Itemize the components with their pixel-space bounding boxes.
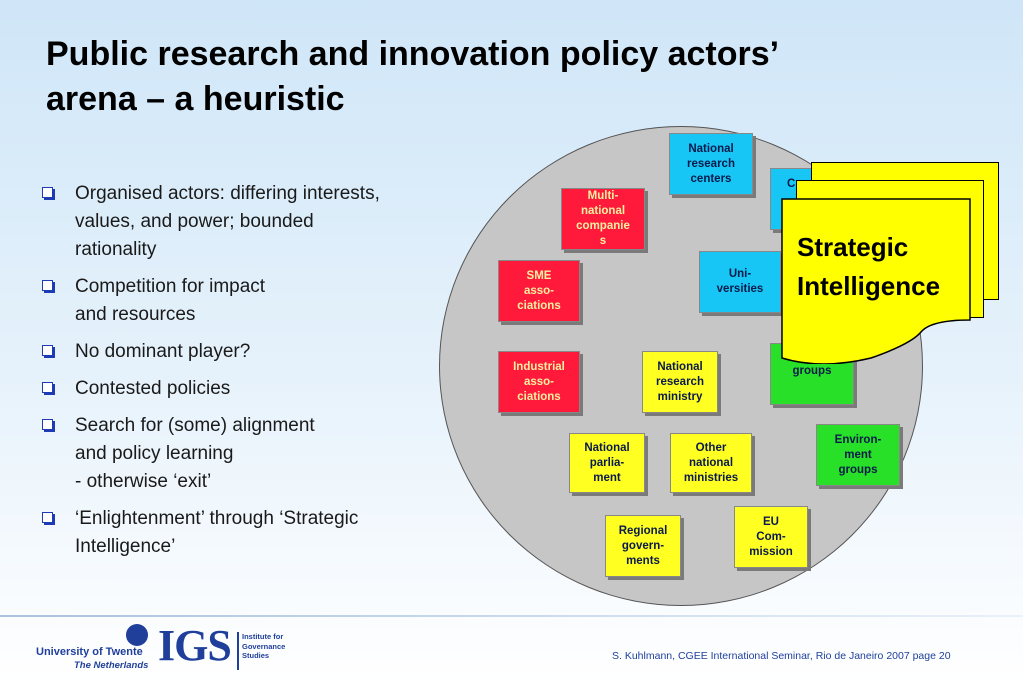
footer-divider xyxy=(0,615,1023,617)
document-shape-icon xyxy=(781,198,971,364)
bullet-item: Search for (some) alignment and policy l… xyxy=(42,412,462,496)
checkbox-bullet-icon xyxy=(42,187,53,198)
actor-regional-governments: Regional govern- ments xyxy=(605,515,681,577)
bullet-item: No dominant player? xyxy=(42,338,462,366)
actor-national-parliament: National parlia- ment xyxy=(569,433,645,493)
slide-title: Public research and innovation policy ac… xyxy=(46,35,780,118)
checkbox-bullet-icon xyxy=(42,345,53,356)
actor-national-research-ministry: National research ministry xyxy=(642,351,718,413)
actor-environment-groups: Environ- ment groups xyxy=(816,424,900,486)
bullet-item: Competition for impact and resources xyxy=(42,273,462,329)
igs-logo-divider xyxy=(237,632,239,670)
igs-institute-name: Institute for Governance Studies xyxy=(242,632,286,660)
bullet-item: ‘Enlightenment’ through ‘Strategic Intel… xyxy=(42,505,462,561)
strategic-intelligence-label: Strategic Intelligence xyxy=(797,232,941,301)
university-country: The Netherlands xyxy=(74,660,149,671)
footer-citation: S. Kuhlmann, CGEE International Seminar,… xyxy=(612,650,951,662)
actor-eu-commission: EU Com- mission xyxy=(734,506,808,568)
igs-logo: IGS xyxy=(158,621,232,670)
actor-universities: Uni- versities xyxy=(699,251,781,313)
bullet-item: Organised actors: differing interests, v… xyxy=(42,180,462,264)
actor-industrial-associations: Industrial asso- ciations xyxy=(498,351,580,413)
actor-national-research-centers: National research centers xyxy=(669,133,753,195)
twente-emblem-icon xyxy=(126,624,148,646)
strategic-intelligence-document: Strategic Intelligence xyxy=(781,198,971,364)
actor-multinational-companies: Multi- national companie s xyxy=(561,188,645,250)
checkbox-bullet-icon xyxy=(42,280,53,291)
bullet-item: Contested policies xyxy=(42,375,462,403)
actor-sme-associations: SME asso- ciations xyxy=(498,260,580,322)
bullet-list: Organised actors: differing interests, v… xyxy=(42,180,462,570)
university-of-twente-logo: University of Twente The Netherlands xyxy=(36,624,154,671)
checkbox-bullet-icon xyxy=(42,419,53,430)
actor-other-national-ministries: Other national ministries xyxy=(670,433,752,493)
checkbox-bullet-icon xyxy=(42,512,53,523)
university-name: University of Twente xyxy=(36,646,143,658)
checkbox-bullet-icon xyxy=(42,382,53,393)
